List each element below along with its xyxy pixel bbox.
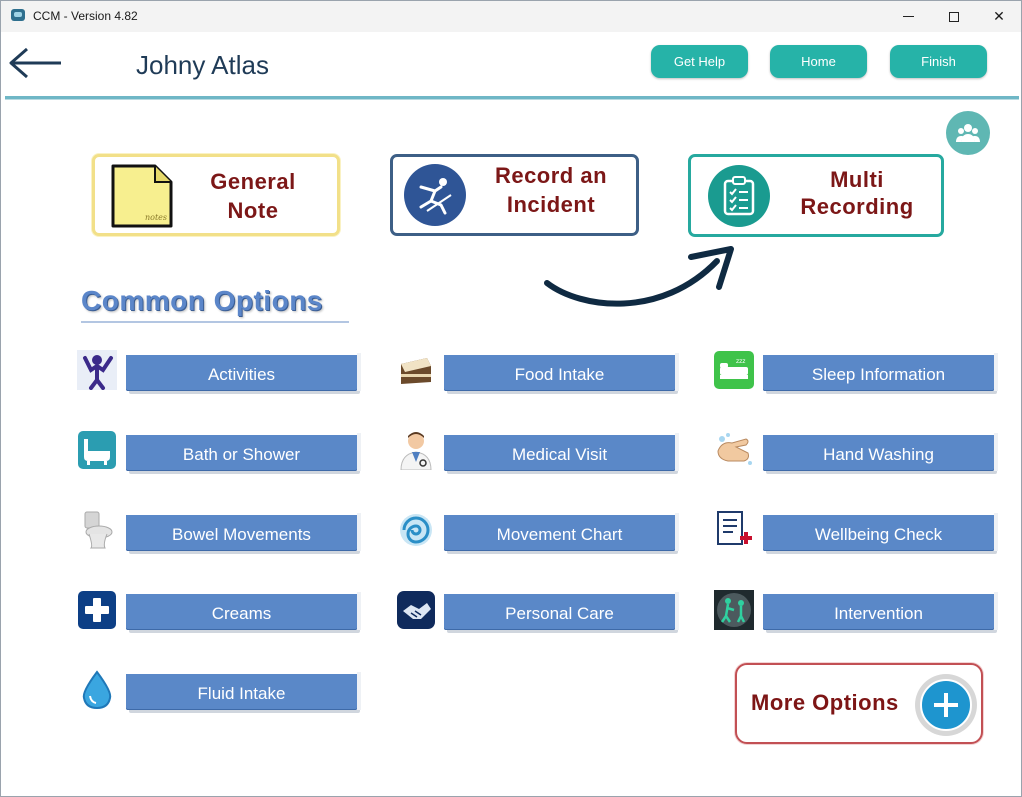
- bathtub-icon: [77, 430, 117, 470]
- activity-person-icon: [77, 350, 117, 390]
- notes-icon: notes: [111, 164, 173, 228]
- title-bar: CCM - Version 4.82 ✕: [1, 1, 1021, 32]
- general-note-line2: Note: [227, 198, 279, 223]
- common-options-title: Common Options: [81, 285, 349, 323]
- bowel-movements-button[interactable]: Bowel Movements: [126, 513, 361, 551]
- bed-icon: zzz: [714, 350, 754, 390]
- notes-graphic-text: notes: [145, 213, 167, 222]
- sleep-information-button[interactable]: Sleep Information: [763, 353, 998, 391]
- multi-recording-card[interactable]: Multi Recording: [688, 154, 944, 237]
- food-intake-button[interactable]: Food Intake: [444, 353, 679, 391]
- multi-recording-line2: Recording: [800, 194, 914, 219]
- group-button[interactable]: [946, 111, 990, 155]
- clipboard-checklist-icon: [708, 165, 770, 227]
- close-button[interactable]: ✕: [976, 1, 1022, 32]
- medical-visit-button[interactable]: Medical Visit: [444, 433, 679, 471]
- app-icon: [11, 9, 25, 21]
- general-note-line1: General: [210, 169, 296, 194]
- plus-circle-icon: [915, 674, 977, 736]
- resident-name: Johny Atlas: [136, 50, 269, 80]
- cake-icon: [396, 350, 436, 390]
- fluid-intake-button[interactable]: Fluid Intake: [126, 672, 361, 710]
- finish-button[interactable]: Finish: [890, 45, 987, 78]
- general-note-card[interactable]: notes General Note: [92, 154, 340, 236]
- checklist-medical-icon: [714, 510, 754, 550]
- svg-text:zzz: zzz: [736, 358, 745, 365]
- falling-person-icon: [404, 164, 466, 226]
- swirl-icon: [396, 510, 436, 550]
- bath-or-shower-button[interactable]: Bath or Shower: [126, 433, 361, 471]
- back-arrow-icon[interactable]: [7, 46, 63, 80]
- group-people-icon: [956, 124, 980, 142]
- handshake-icon: [396, 590, 436, 630]
- multi-recording-label: Multi Recording: [787, 166, 927, 220]
- creams-button[interactable]: Creams: [126, 592, 361, 630]
- minimize-button[interactable]: [885, 1, 931, 32]
- movement-chart-button[interactable]: Movement Chart: [444, 513, 679, 551]
- window-title: CCM - Version 4.82: [33, 9, 138, 23]
- maximize-button[interactable]: [931, 1, 977, 32]
- curved-arrow-icon: [544, 246, 734, 307]
- record-incident-card[interactable]: Record an Incident: [390, 154, 639, 236]
- more-options-label: More Options: [751, 690, 899, 715]
- activities-button[interactable]: Activities: [126, 353, 361, 391]
- home-button[interactable]: Home: [770, 45, 867, 78]
- hand-washing-button[interactable]: Hand Washing: [763, 433, 998, 471]
- water-drop-icon: [77, 670, 117, 710]
- intervention-button[interactable]: Intervention: [763, 592, 998, 630]
- record-incident-line2: Incident: [506, 192, 596, 217]
- header-divider: [5, 96, 1019, 100]
- toilet-icon: [77, 510, 117, 550]
- app-header: Johny Atlas Get Help Home Finish: [1, 32, 1021, 98]
- wellbeing-check-button[interactable]: Wellbeing Check: [763, 513, 998, 551]
- record-incident-label: Record an Incident: [481, 161, 621, 219]
- minimize-icon: [902, 16, 914, 17]
- doctor-icon: [396, 430, 436, 470]
- hand-washing-icon: [714, 430, 754, 470]
- get-help-button[interactable]: Get Help: [651, 45, 748, 78]
- medical-cross-icon: [77, 590, 117, 630]
- close-icon: ✕: [993, 8, 1005, 24]
- personal-care-button[interactable]: Personal Care: [444, 592, 679, 630]
- intervention-icon: [714, 590, 754, 630]
- more-options-button[interactable]: More Options: [735, 663, 983, 744]
- record-incident-line1: Record an: [494, 163, 608, 188]
- maximize-icon: [949, 11, 959, 22]
- multi-recording-line1: Multi: [830, 167, 884, 192]
- general-note-label: General Note: [191, 167, 315, 225]
